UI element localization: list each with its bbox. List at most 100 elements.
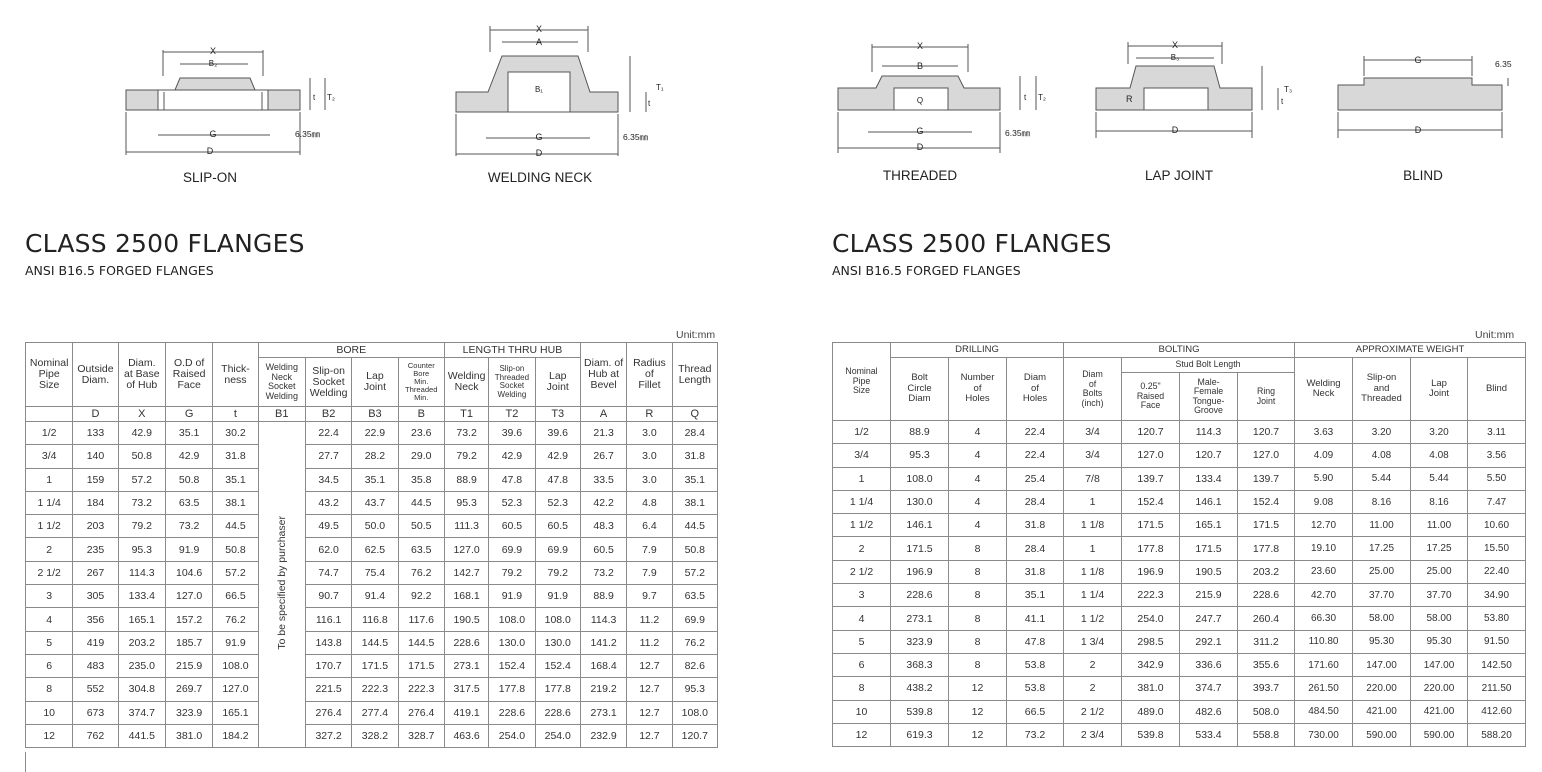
table-cell: 298.5 [1121,629,1181,654]
table-cell: 190.5 [443,607,490,632]
table-cell: 484.50 [1294,699,1354,724]
table-cell: 95.3 [890,443,949,468]
table-cell: 2 [832,536,891,561]
table-cell: 419.1 [443,700,490,725]
header-text: Blind [1485,382,1508,394]
table-cell: 73.2 [443,420,490,446]
table-cell: 228.6 [890,583,949,608]
table-cell: 5 [24,630,74,655]
table-cell: 196.9 [1121,559,1181,585]
symbol-cell: X [117,406,166,422]
table-cell: 108.0 [890,466,949,491]
table-cell: 26.7 [579,444,628,469]
table-cell: 254.0 [534,723,581,749]
dim-x-label: X [917,41,923,51]
table-cell: 168.4 [579,653,628,679]
right-title: CLASS 2500 FLANGES [832,229,1112,258]
table-cell: 114.3 [1179,419,1239,445]
table-cell: 3.0 [626,467,673,492]
header-text: Outside Diam. [77,362,114,386]
table-cell: 152.4 [488,653,536,679]
table-cell: 53.8 [1005,676,1065,701]
table-cell: 17.25 [1352,536,1412,561]
col-fillet-radius: Radius of Fillet [626,342,673,407]
dim-d-label: D [1415,125,1422,135]
table-cell: 228.6 [534,700,581,725]
table-cell: 323.9 [890,629,949,654]
col-bore-slip-on: Slip-on Socket Welding [304,357,353,407]
table-cell: 177.8 [1237,536,1296,561]
table-cell: 152.4 [1237,489,1296,515]
symbol-cell [24,406,74,422]
table-cell: 196.9 [890,559,949,585]
table-cell: 533.4 [1179,722,1239,748]
table-cell: 127.0 [1121,443,1181,468]
lap-joint-caption: LAP JOINT [1144,168,1214,183]
table-cell: 147.00 [1410,652,1469,678]
table-cell: 3.0 [626,444,673,469]
table-cell: 235 [72,537,119,562]
table-cell: 171.5 [1179,536,1239,561]
table-cell: 41.1 [1005,606,1065,631]
table-cell: 8 [948,606,1007,631]
dim-d-label: D [917,142,924,152]
dim-x-label: X [536,24,542,34]
purchaser-note: To be specified by purchaser [275,516,288,650]
table-cell: 539.8 [890,699,949,724]
table-cell: 261.50 [1294,676,1354,701]
table-cell: 139.7 [1121,466,1181,491]
table-cell: 254.0 [1121,606,1181,631]
dim-b1-label: B₁ [535,85,543,94]
dim-t3-label: T₃ [1284,85,1292,94]
table-cell: 4 [948,513,1007,538]
header-text: Lap Joint [1428,377,1450,399]
table-cell: 35.1 [164,420,214,446]
table-cell: 327.2 [304,723,353,749]
group-drilling: DRILLING [889,342,1065,358]
table-cell: 232.9 [579,723,628,749]
table-cell: 34.5 [304,467,353,492]
header-text: Diam of Holes [1022,372,1048,405]
group-approximate-weight: APPROXIMATE WEIGHT [1294,342,1527,358]
dim-t1-label: T₁ [656,83,664,92]
table-cell: 117.6 [397,607,445,632]
table-cell: 277.4 [351,700,399,725]
dim-q-label: Q [917,96,923,105]
dim-t-label: t [648,99,651,108]
group-length-thru-hub: LENGTH THRU HUB [443,342,581,358]
table-cell: 203 [72,514,119,539]
table-cell: 463.6 [443,723,490,749]
table-cell: 22.4 [1005,419,1065,445]
table-cell: 11.2 [626,630,673,655]
dim-r-label: R [1126,94,1133,104]
table-cell: 79.2 [443,444,490,469]
symbol-cell: B1 [257,406,306,422]
table-cell: 1 [832,466,891,491]
table-cell: 66.5 [212,584,259,609]
dim-b3-label: B₃ [1171,53,1180,62]
header-text: Slip-on Threaded Socket Welding [494,364,530,399]
table-cell: 141.2 [579,630,628,655]
symbol-cell: R [626,406,673,422]
table-cell: 110.80 [1294,629,1354,654]
table-cell: 12.7 [626,700,673,725]
table-cell: 8 [948,629,1007,654]
dim-g-label: G [916,126,923,136]
table-cell: 95.3 [117,537,166,562]
col-counter-bore: Counter Bore Min. Threaded Min. [397,357,445,407]
col-length-welding-neck: Welding Neck [443,357,490,407]
col-outside-diam: Outside Diam. [72,342,119,407]
table-cell: 74.7 [304,560,353,586]
table-cell: 171.5 [890,536,949,561]
table-cell: 1 1/4 [832,489,891,515]
table-cell: 228.6 [488,700,536,725]
table-cell: 4.08 [1352,443,1412,468]
table-cell: 139.7 [1237,466,1296,491]
header-text: Radius of Fillet [633,357,666,391]
